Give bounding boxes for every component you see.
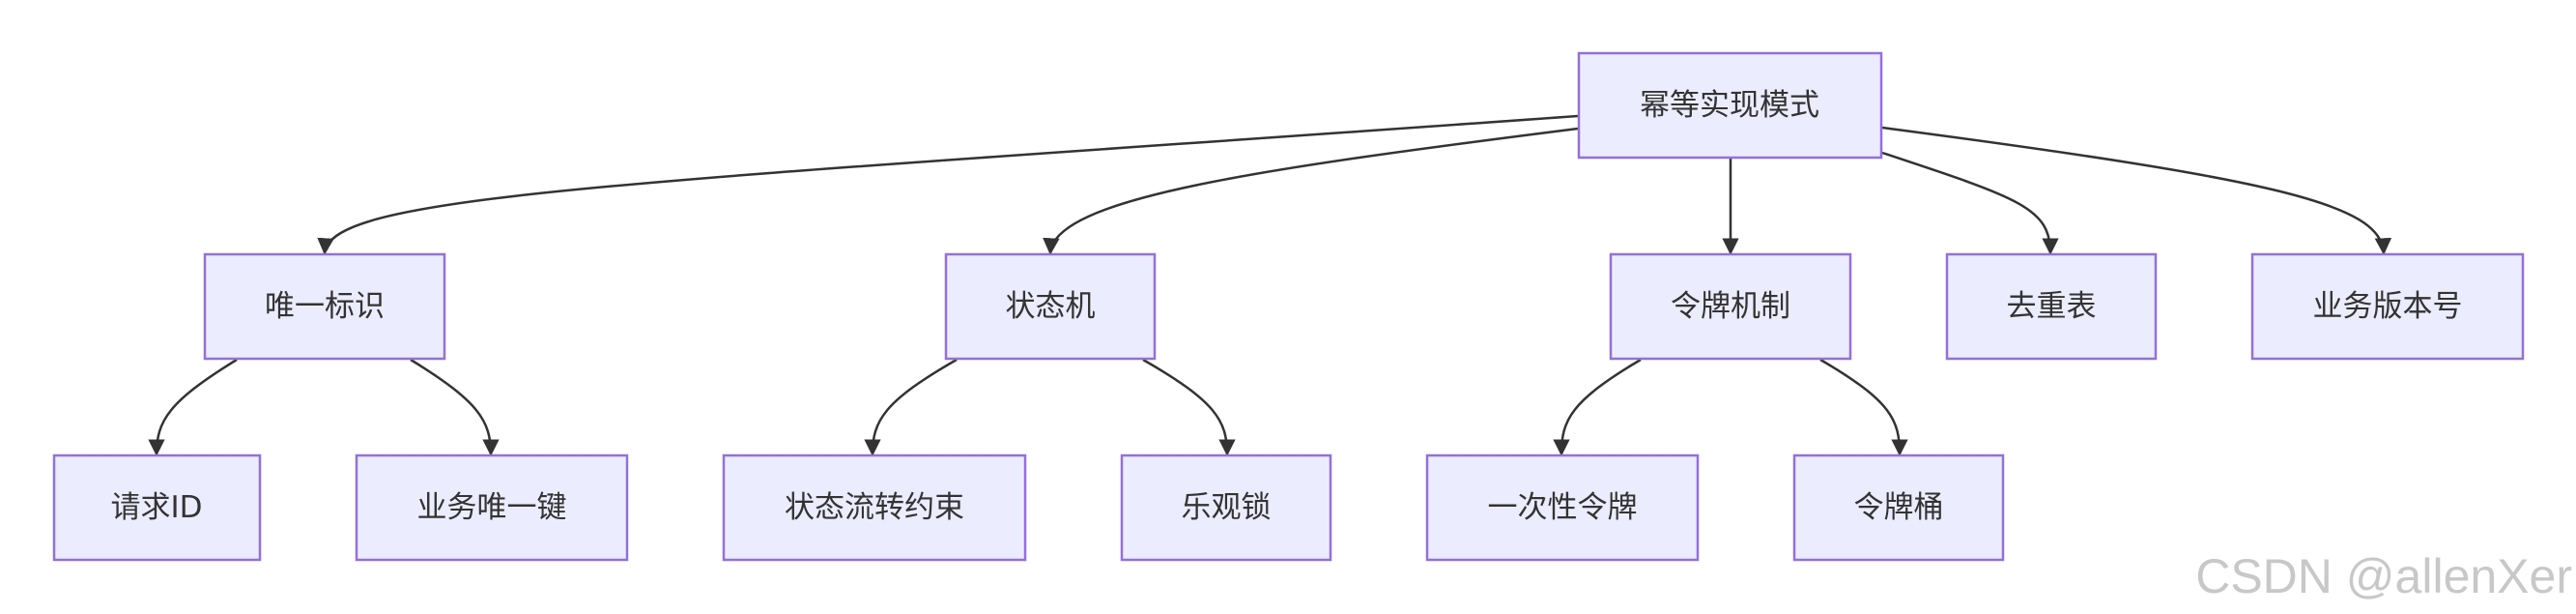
node-token-bucket: 令牌桶 <box>1792 453 2005 562</box>
node-dedup-table: 去重表 <box>1945 252 2158 361</box>
csdn-watermark: CSDN @allenXer <box>2195 549 2572 603</box>
edge-token-mechanism-to-one-time-token <box>1553 358 1642 456</box>
node-token-mechanism-label: 令牌机制 <box>1671 289 1790 324</box>
node-business-version-label: 业务版本号 <box>2313 289 2463 324</box>
edge-root-to-business-version <box>1881 126 2392 255</box>
node-root-label: 幂等实现模式 <box>1640 88 1819 123</box>
node-one-time-token: 一次性令牌 <box>1425 453 1700 562</box>
edge-token-mechanism-to-token-bucket <box>1819 358 1908 456</box>
node-request-id-label: 请求ID <box>110 490 202 525</box>
node-transition-constraint: 状态流转约束 <box>722 453 1027 562</box>
node-business-key: 业务唯一键 <box>355 453 629 562</box>
node-token-bucket-label: 令牌桶 <box>1854 490 1944 525</box>
edge-state-machine-to-transition-constraint <box>864 358 958 456</box>
node-optimistic-lock-label: 乐观锁 <box>1182 490 1272 525</box>
edge-state-machine-to-optimistic-lock <box>1142 358 1236 456</box>
node-optimistic-lock: 乐观锁 <box>1120 453 1332 562</box>
node-one-time-token-label: 一次性令牌 <box>1488 490 1638 525</box>
edge-root-to-unique-id <box>317 114 1579 255</box>
node-root: 幂等实现模式 <box>1577 51 1883 160</box>
edge-root-to-state-machine <box>1043 127 1579 255</box>
node-business-key-label: 业务唯一键 <box>417 490 567 525</box>
node-unique-id-label: 唯一标识 <box>265 289 385 324</box>
node-dedup-table-label: 去重表 <box>2007 289 2097 324</box>
edge-root-to-dedup-table <box>1881 151 2059 255</box>
edge-unique-id-to-request-id <box>148 358 238 456</box>
node-request-id: 请求ID <box>52 453 262 562</box>
node-token-mechanism: 令牌机制 <box>1609 252 1852 361</box>
edge-unique-id-to-business-key <box>410 358 500 456</box>
node-business-version: 业务版本号 <box>2250 252 2525 361</box>
node-unique-id: 唯一标识 <box>203 252 446 361</box>
node-state-machine-label: 状态机 <box>1006 289 1096 324</box>
node-transition-constraint-label: 状态流转约束 <box>785 490 964 525</box>
node-state-machine: 状态机 <box>944 252 1157 361</box>
